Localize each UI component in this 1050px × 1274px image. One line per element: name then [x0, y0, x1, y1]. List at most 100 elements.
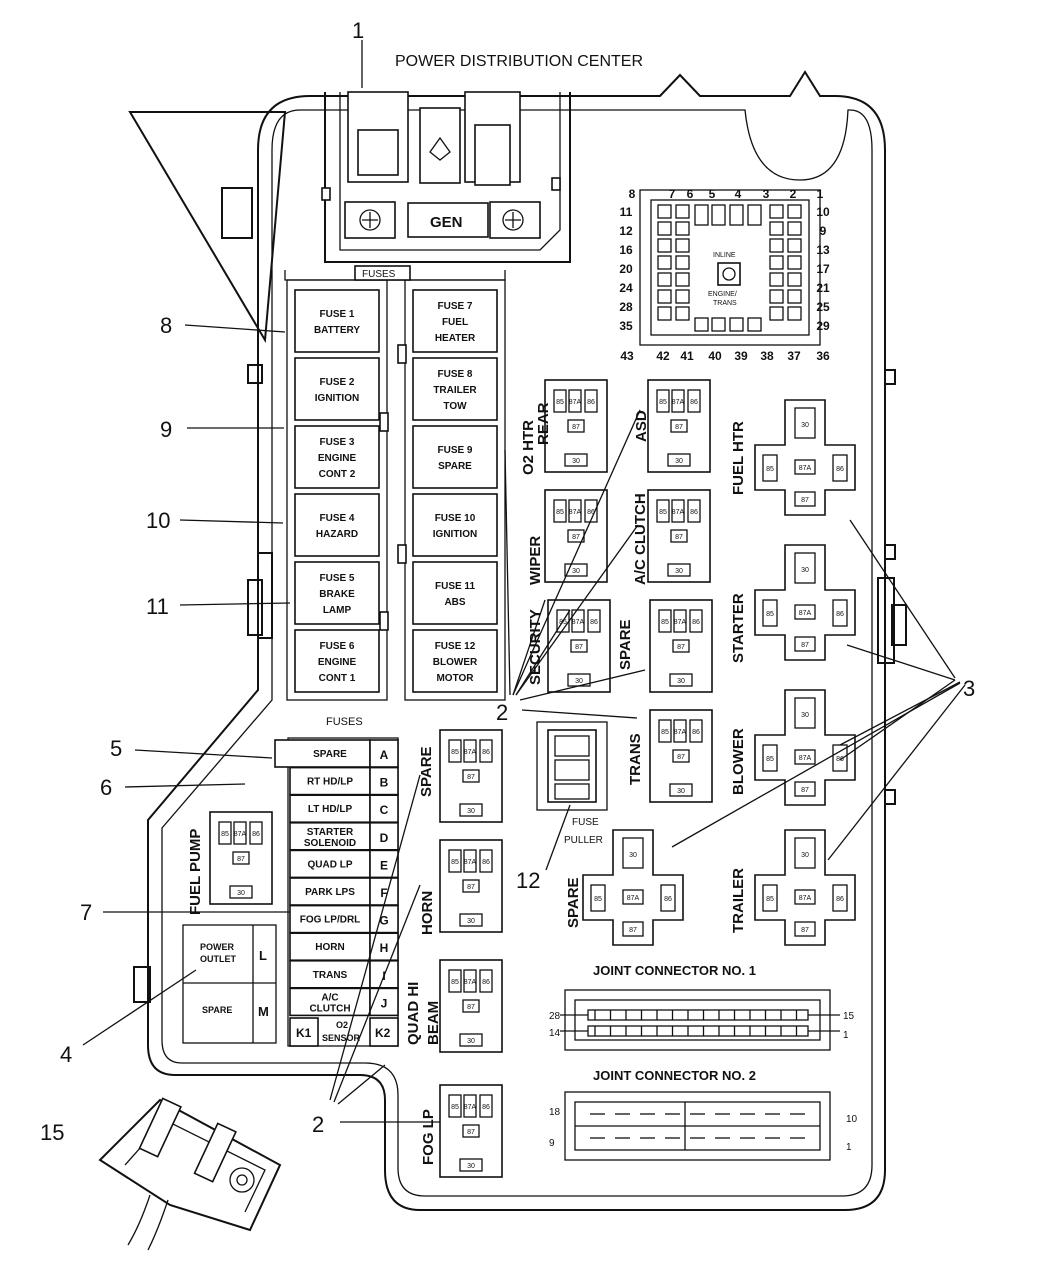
sensor-label: SENSOR — [322, 1033, 361, 1043]
relay-pin-label: 87 — [801, 787, 809, 794]
letter-fuse-label: HORN — [315, 942, 344, 953]
relay-pin-label: 30 — [801, 422, 809, 429]
relay-pin-label: 30 — [467, 918, 475, 925]
relay-pin-label: 85 — [766, 896, 774, 903]
relay-pin-label: 85 — [221, 831, 229, 838]
side-tab — [891, 604, 907, 646]
callout-4: 4 — [60, 1042, 72, 1067]
fuel-pump-label: FUEL PUMP — [187, 829, 204, 915]
fog-lp-label: FOG LP — [420, 1109, 437, 1165]
letter-fuse-code: H — [380, 941, 389, 955]
outlet-m-label: M — [258, 1004, 269, 1019]
fuse-label: FUSE 10 — [435, 513, 476, 524]
relay-pin-label: 86 — [587, 509, 595, 516]
inline-pin-bottom: 39 — [734, 349, 748, 363]
side-tab — [884, 544, 896, 560]
inline-pin-top: 8 — [629, 187, 636, 201]
asd-label: ASD — [633, 410, 650, 442]
relay-pin-label: 87A — [464, 979, 477, 986]
fuse-label: TOW — [443, 401, 467, 412]
relay-pin-label: 85 — [451, 1104, 459, 1111]
generator-terminal-block: GEN — [321, 91, 571, 263]
fuse-slot: FUSE 4 HAZARD — [294, 493, 380, 557]
fuse-label: FUSE 4 — [319, 513, 354, 524]
relay-pin-label: 30 — [675, 568, 683, 575]
svg-text:9: 9 — [549, 1138, 555, 1149]
side-tab — [247, 364, 263, 384]
starter-label: STARTER — [730, 593, 747, 663]
relay-pin-label: 85 — [556, 399, 564, 406]
relay-pin-label: 87A — [799, 610, 812, 617]
inline-pin-top: 2 — [790, 187, 797, 201]
inline-pin-left: 12 — [619, 224, 633, 238]
o2-label: O2 — [336, 1020, 348, 1030]
callout-2-lower: 2 — [312, 1112, 324, 1137]
relay-pin-label: 30 — [467, 808, 475, 815]
letter-fuse-code: E — [380, 858, 388, 872]
fuse-label: FUSE 1 — [319, 309, 354, 320]
fuse-label: FUSE 7 — [437, 301, 472, 312]
inline-pin-right: 9 — [820, 224, 827, 238]
relay-pin-label: 86 — [482, 1104, 490, 1111]
fuses-header-2: FUSES — [326, 716, 363, 728]
relay-pin-label: 87A — [799, 895, 812, 902]
relay-pin-label: 30 — [677, 788, 685, 795]
relay-pin-label: 30 — [675, 458, 683, 465]
svg-text:OUTLET: OUTLET — [200, 954, 236, 964]
svg-text:PULLER: PULLER — [564, 835, 603, 846]
relay-pin-label: 85 — [556, 509, 564, 516]
svg-text:ENGINE/: ENGINE/ — [708, 291, 737, 298]
fuse-label: CONT 2 — [319, 469, 356, 480]
joint-connector-2-title: JOINT CONNECTOR NO. 2 — [593, 1068, 756, 1083]
relay-pin-label: 86 — [587, 399, 595, 406]
relay-pin-label: 86 — [836, 611, 844, 618]
callout-lines — [82, 40, 966, 1123]
relay-pin-label: 87 — [629, 927, 637, 934]
letter-fuse-code: A — [380, 748, 389, 762]
letter-fuse-label: SOLENOID — [304, 838, 356, 849]
relay-pin-label: 87 — [677, 754, 685, 761]
svg-text:1: 1 — [843, 1030, 849, 1041]
housing-wedge — [128, 111, 287, 344]
callout-1: 1 — [352, 18, 364, 43]
k2-label: K2 — [375, 1026, 391, 1040]
letter-fuse-label: LT HD/LP — [308, 804, 353, 815]
side-tab — [257, 552, 273, 639]
inline-pin-left: 35 — [619, 319, 633, 333]
relay-pin-label: 87 — [675, 424, 683, 431]
relay-pin-label: 87 — [801, 497, 809, 504]
relay-pin-label: 87 — [237, 856, 245, 863]
fuse-label: FUSE 8 — [437, 369, 472, 380]
relay-pin-label: 87 — [801, 927, 809, 934]
relay-pin-label: 87A — [234, 831, 247, 838]
fuel-htr-label: FUEL HTR — [730, 421, 747, 495]
relay-pin-label: 86 — [590, 619, 598, 626]
letter-fuse-label: CLUTCH — [309, 1003, 350, 1014]
side-tab — [884, 789, 896, 805]
letter-fuse-code: D — [380, 831, 389, 845]
svg-text:15: 15 — [843, 1011, 855, 1022]
relay-pin-label: 87A — [672, 399, 685, 406]
housing-inner-outline — [161, 109, 873, 1197]
relay-pin-label: 85 — [451, 749, 459, 756]
blower-label: BLOWER — [730, 728, 747, 795]
letter-fuse-label: STARTER — [307, 827, 354, 838]
relay-pin-label: 85 — [451, 859, 459, 866]
fuse-label: HAZARD — [316, 529, 358, 540]
inline-pin-top: 6 — [687, 187, 694, 201]
fuse-label: FUSE 9 — [437, 445, 472, 456]
